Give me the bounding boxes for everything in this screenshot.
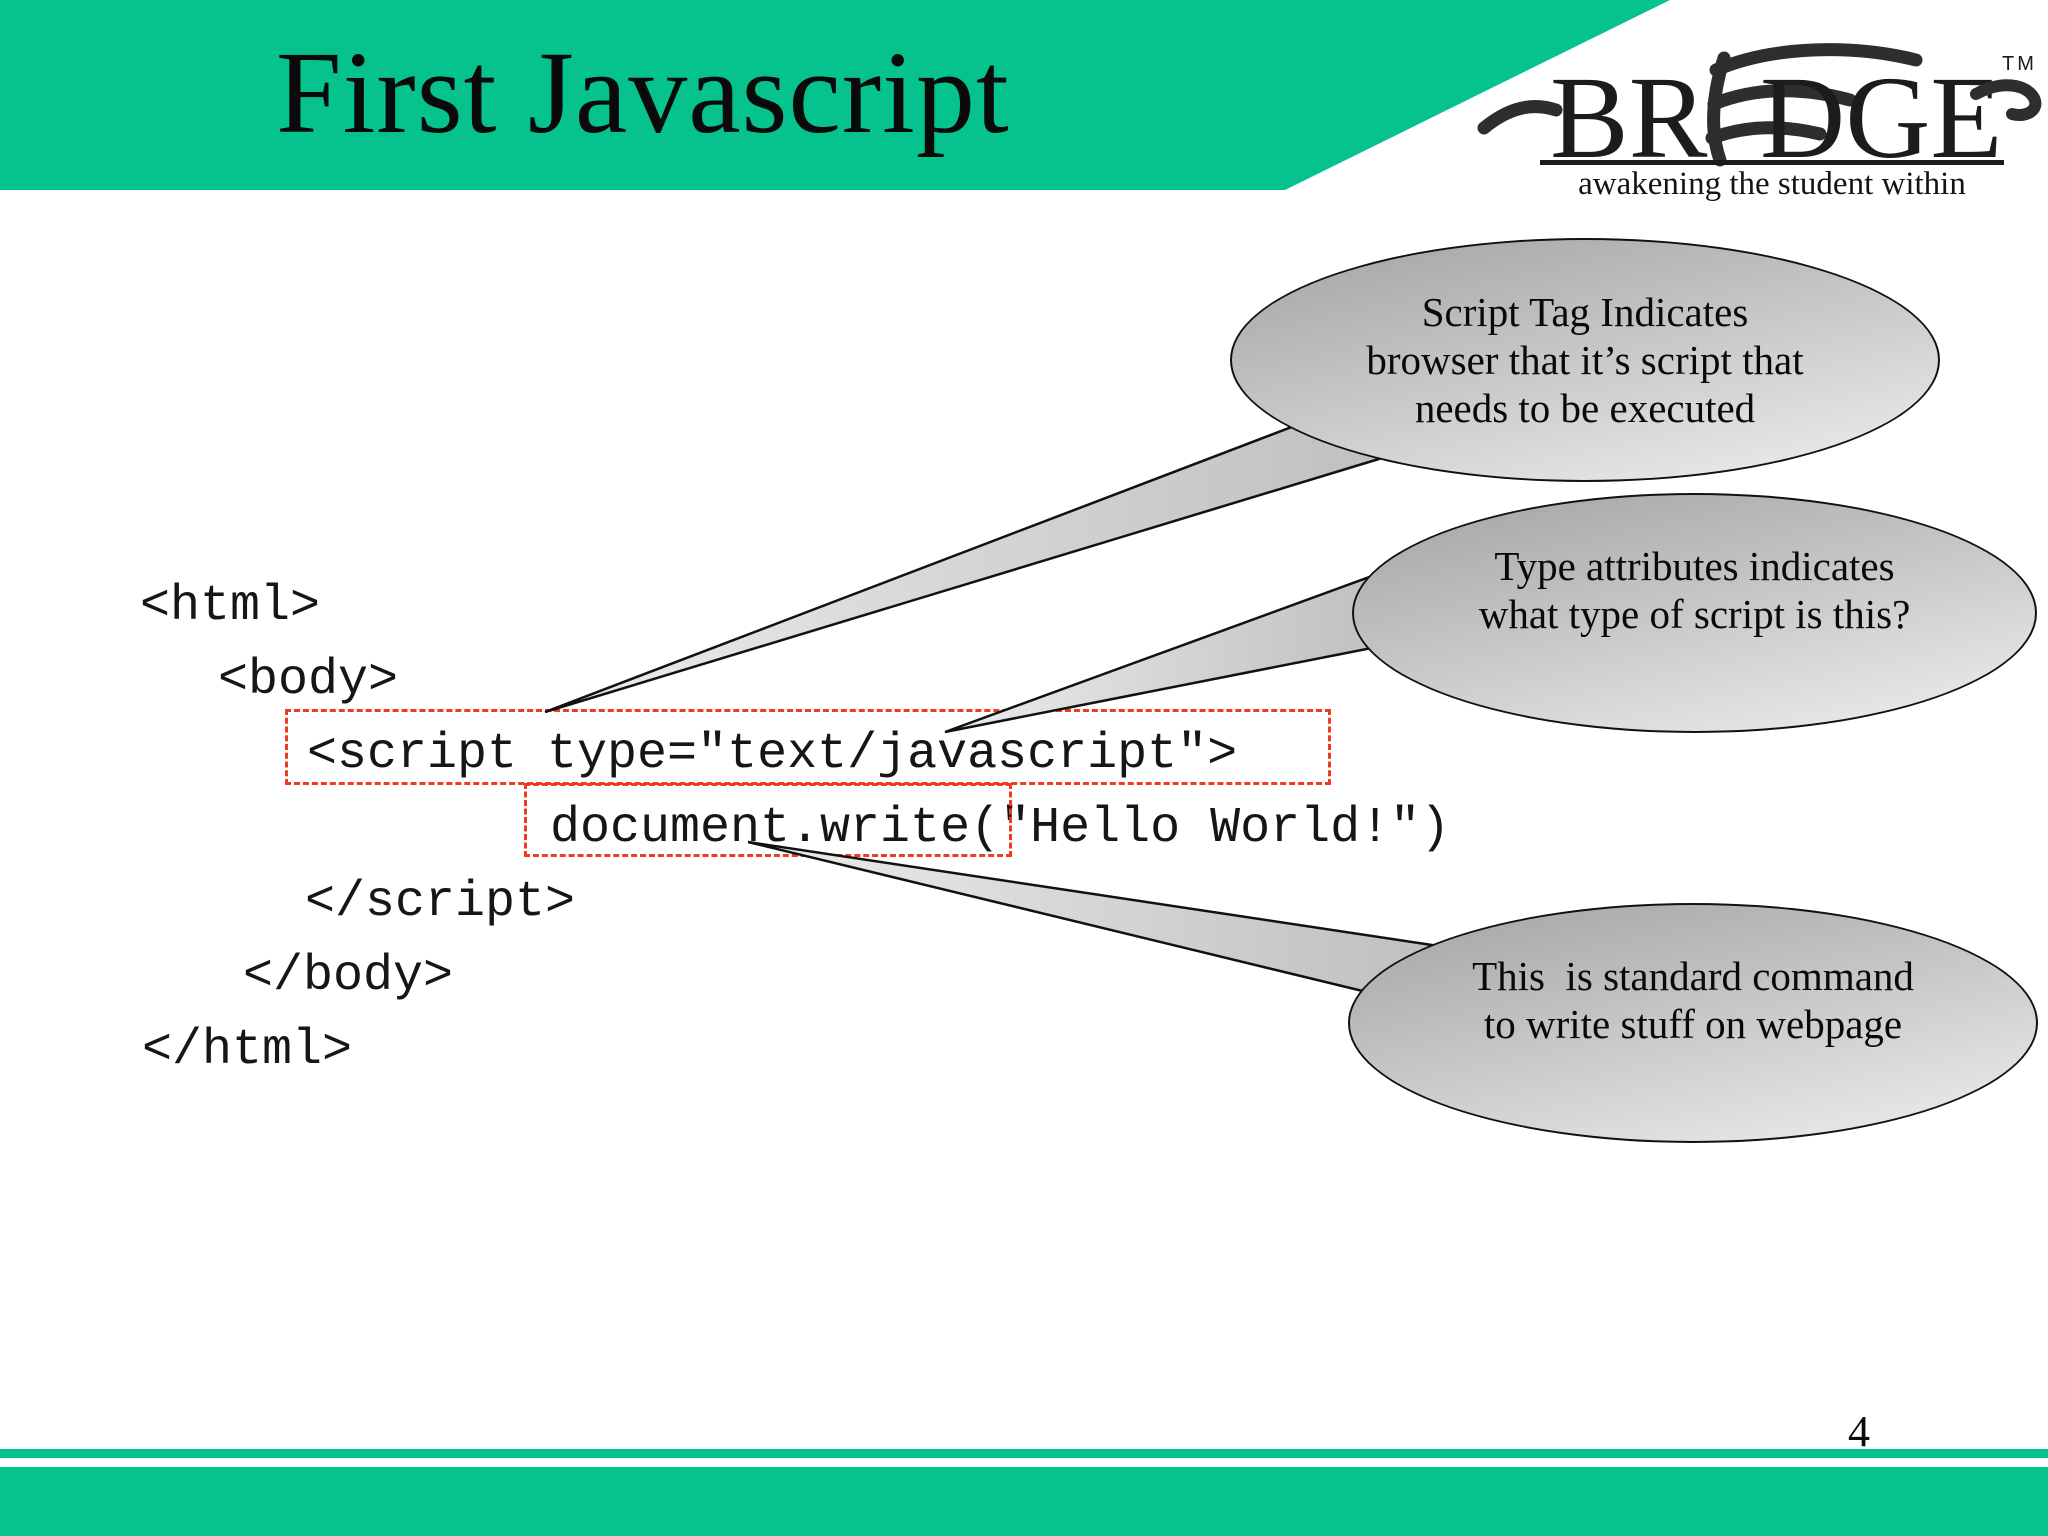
callout-line: to write stuff on webpage xyxy=(1483,1001,1903,1047)
callout-text-block: This is standard command to write stuff … xyxy=(1472,952,1914,1048)
code-line-html-close: </html> xyxy=(142,1022,353,1079)
code-line-script-close: </script> xyxy=(305,874,576,931)
callout-text-block: Script Tag Indicates browser that it’s s… xyxy=(1366,288,1803,432)
callout-tail-3 xyxy=(747,840,1434,1004)
logo-swoosh-left xyxy=(1477,100,1563,135)
callout-line: Type attributes indicates xyxy=(1494,543,1895,589)
logo-tm: TM xyxy=(2002,53,2037,75)
callout-bubble-type-attribute: Type attributes indicates what type of s… xyxy=(1352,493,2037,733)
callout-bubble-document-write: This is standard command to write stuff … xyxy=(1348,903,2038,1143)
page-number: 4 xyxy=(1848,1407,1870,1456)
code-line-body-open: <body> xyxy=(218,652,399,709)
callout-tail-1 xyxy=(544,418,1396,714)
footer-thick-stripe xyxy=(0,1467,2048,1536)
logo-stylized-e xyxy=(1705,43,1923,167)
logo-tagline: awakening the student within xyxy=(1578,166,1966,202)
code-line-body-close: </body> xyxy=(243,948,454,1005)
logo-swoosh-right xyxy=(1970,79,2042,121)
logo-underline xyxy=(1540,160,2004,165)
callout-bubble-script-tag: Script Tag Indicates browser that it’s s… xyxy=(1230,238,1940,482)
callout-line: Script Tag Indicates xyxy=(1421,289,1749,335)
highlight-box-script-tag xyxy=(285,709,1331,785)
slide-title: First Javascript xyxy=(276,27,1010,158)
bredge-logo: BR DGE TM awakening the student within xyxy=(1470,36,2048,211)
code-line-html-open: <html> xyxy=(140,578,321,635)
callout-line: needs to be executed xyxy=(1414,385,1756,431)
code-line-script-open: <script type="text/javascript"> xyxy=(307,726,1238,783)
bredge-logo-graphic: BR DGE TM awakening the student within xyxy=(1477,43,2042,202)
callout-text-block: Type attributes indicates what type of s… xyxy=(1479,542,1911,638)
highlight-box-document-write xyxy=(524,783,1012,857)
callout-line: browser that it’s script that xyxy=(1366,337,1804,383)
callout-line: what type of script is this? xyxy=(1478,591,1911,637)
footer-thin-stripe xyxy=(0,1449,2048,1458)
callout-line: This is standard command xyxy=(1472,953,1914,999)
